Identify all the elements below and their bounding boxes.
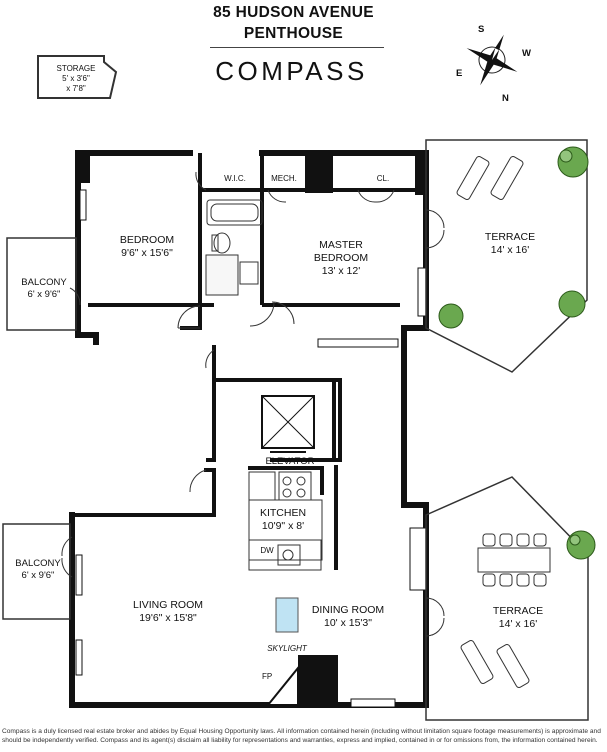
terrace-bottom-label: TERRACE — [493, 605, 543, 617]
master-dim: 13' x 12' — [322, 265, 360, 277]
kitchen-label: KITCHEN — [260, 507, 306, 519]
living-room-label: LIVING ROOM — [133, 599, 203, 611]
wall-block — [78, 153, 90, 183]
bedroom-dim: 9'6" x 15'6" — [121, 247, 173, 259]
balcony-top-label: BALCONY — [21, 277, 67, 288]
dining-table — [477, 533, 551, 587]
master-label-2: BEDROOM — [314, 252, 368, 264]
brand-logo: COMPASS — [215, 56, 368, 86]
balcony-top-dim: 6' x 9'6" — [28, 289, 61, 300]
dishwasher-label: DW — [260, 546, 274, 555]
bedroom-label: BEDROOM — [120, 234, 174, 246]
balcony-bottom-outline — [2, 523, 71, 620]
windows — [75, 189, 427, 708]
elevator-icon — [261, 395, 315, 453]
address-line-1: 85 HUDSON AVENUE — [213, 4, 374, 21]
living-room-dim: 19'6" x 15'8" — [139, 612, 197, 624]
terrace-bottom-dim: 14' x 16' — [499, 618, 537, 630]
compass-rose-icon — [466, 34, 518, 86]
terrace-bottom-outline — [425, 476, 589, 721]
bathroom — [205, 199, 263, 296]
balcony-bottom-label: BALCONY — [15, 558, 61, 569]
compass-w: W — [522, 48, 531, 59]
fireplace-icon — [265, 665, 299, 706]
mech-label: MECH. — [271, 174, 297, 183]
skylight-icon — [275, 597, 299, 633]
storage-dim-1: 5' x 3'6" — [62, 74, 90, 83]
balcony-top-outline — [6, 237, 77, 331]
kitchen-dim: 10'9" x 8' — [262, 520, 304, 532]
balcony-bottom-dim: 6' x 9'6" — [22, 570, 55, 581]
storage-label: STORAGE — [57, 64, 96, 73]
wall-block — [415, 153, 427, 195]
kitchen-counters — [248, 471, 323, 571]
dining-room-dim: 10' x 15'3" — [324, 617, 372, 629]
master-label-1: MASTER — [319, 239, 363, 251]
plant-icons — [438, 146, 596, 560]
terrace-top-outline — [425, 139, 588, 373]
disclaimer-text: Compass is a duly licensed real estate b… — [2, 728, 601, 744]
door-swings — [61, 171, 445, 637]
compass-s: S — [478, 24, 484, 35]
header-divider — [210, 47, 384, 48]
elevator-label: ELEVATOR — [265, 456, 314, 467]
storage-dim-2: x 7'8" — [66, 84, 86, 93]
address-line-2: PENTHOUSE — [243, 25, 344, 42]
fireplace-label: FP — [262, 672, 272, 681]
fireplace-mass — [298, 655, 338, 705]
skylight-label: SKYLIGHT — [267, 644, 308, 653]
interior-walls — [88, 153, 426, 570]
wic-label: W.I.C. — [224, 174, 246, 183]
closet-label: CL. — [377, 174, 389, 183]
storage-unit: STORAGE 5' x 3'6" x 7'8" — [37, 55, 118, 99]
mech-column — [305, 153, 333, 193]
compass-e: E — [456, 68, 462, 79]
lounge-chairs — [456, 156, 530, 688]
compass-n: N — [502, 93, 509, 104]
terrace-top-dim: 14' x 16' — [491, 244, 529, 256]
dining-room-label: DINING ROOM — [312, 604, 384, 616]
terrace-top-label: TERRACE — [485, 231, 535, 243]
